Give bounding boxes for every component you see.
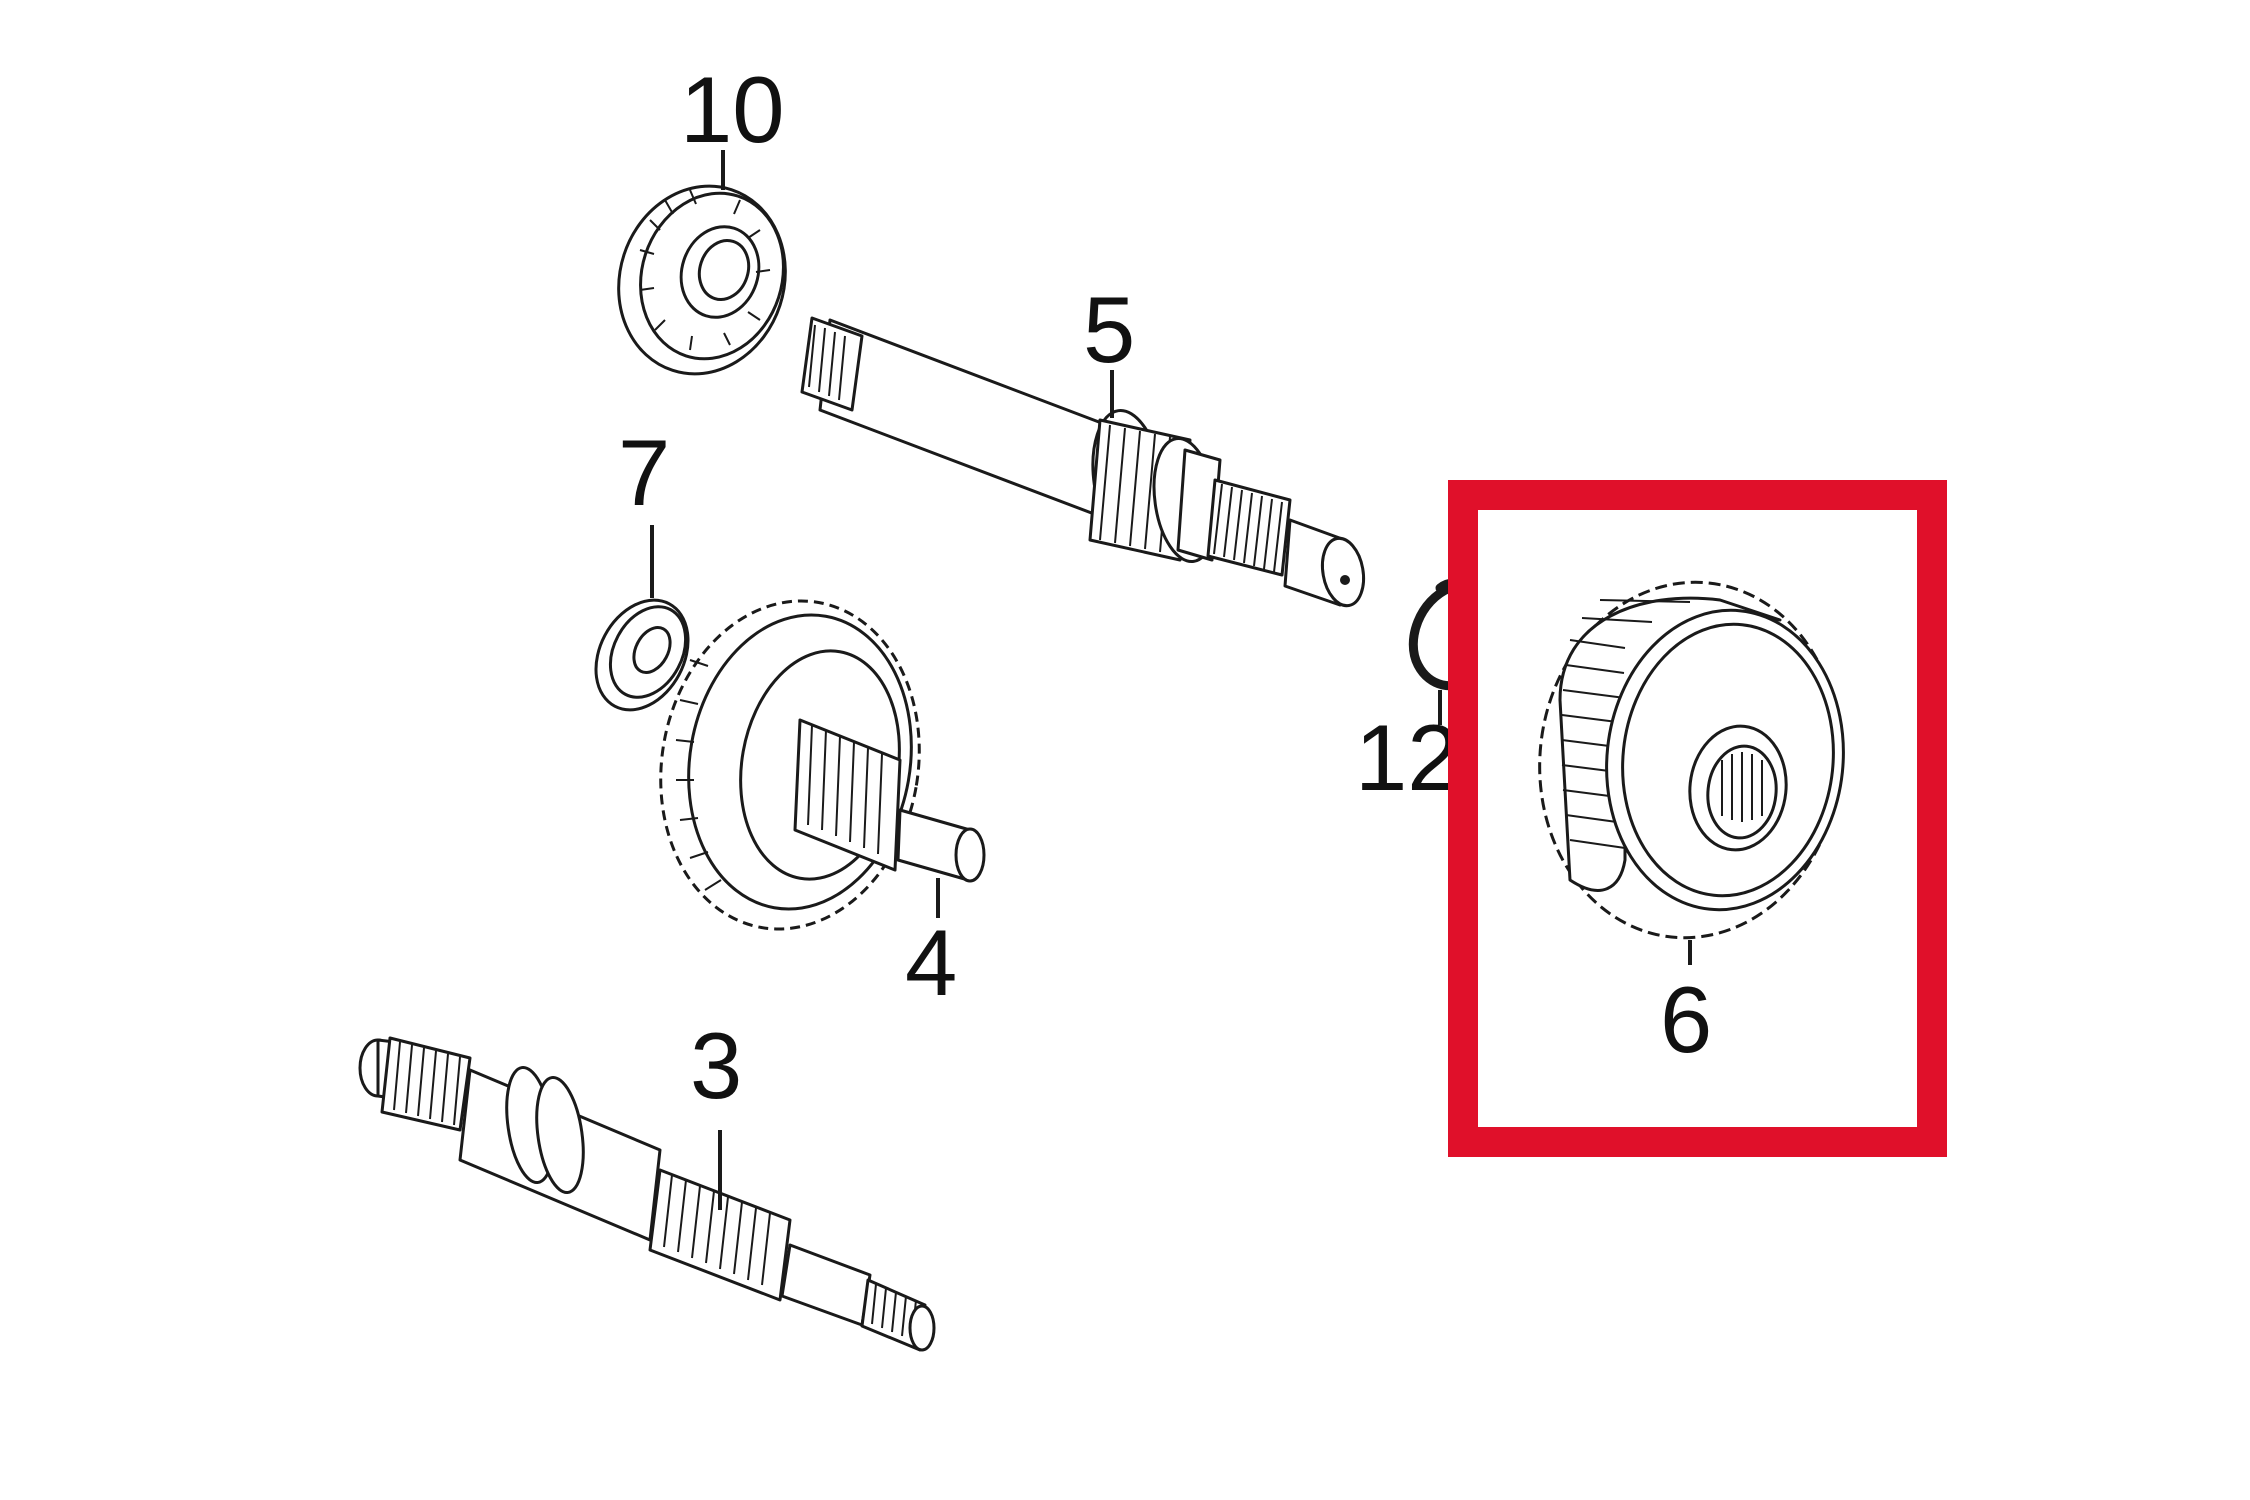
part-7-washer[interactable]: 7	[578, 420, 707, 726]
shaft-icon	[800, 316, 1366, 608]
part-6-gear[interactable]: 6	[1448, 480, 1947, 1157]
part-12-circlip[interactable]: 12	[1355, 578, 1475, 810]
washer-icon	[594, 598, 690, 712]
part-4-gear[interactable]: 4	[635, 580, 986, 1015]
part-3-shaft[interactable]: 3	[358, 1013, 936, 1352]
part-10-bearing[interactable]: 10	[595, 57, 810, 396]
gear-icon	[1538, 580, 1845, 940]
part-6-label: 6	[1660, 967, 1712, 1072]
part-7-label: 7	[618, 420, 670, 525]
part-4-label: 4	[905, 910, 957, 1015]
part-5-shaft[interactable]: 5	[800, 277, 1369, 609]
part-5-label: 5	[1083, 277, 1135, 382]
part-12-label: 12	[1355, 705, 1460, 810]
shaft-icon	[358, 1036, 936, 1352]
highlight-box	[1448, 480, 1947, 1157]
part-3-label: 3	[690, 1013, 742, 1118]
gear-icon	[659, 599, 986, 931]
bearing-icon	[617, 184, 787, 376]
part-10-label: 10	[680, 57, 785, 162]
